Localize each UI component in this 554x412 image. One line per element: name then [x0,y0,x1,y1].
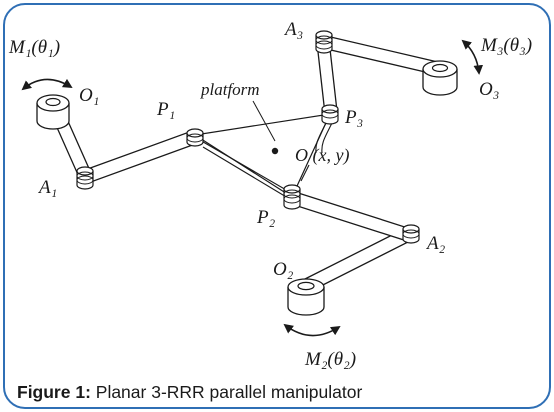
label-a3: A₃ [283,19,303,40]
label-o3: O₃ [479,79,499,100]
center-leader [300,164,310,182]
joint-a2 [402,224,420,244]
center-point [271,147,279,155]
motor-o3 [422,60,458,96]
label-a1: A₁ [37,177,57,198]
link-a1-p1 [81,130,199,184]
figure-caption: Figure 1: Planar 3-RRR parallel manipula… [17,379,537,405]
platform-edge-p1-p2-inner [202,146,289,199]
rotation-arrow-m3 [461,39,484,75]
figure-frame: M₁(θ₁) O₁ A₁ P₁ platform A₃ P₃ O (x, y) … [3,3,551,409]
label-p2: P₂ [256,207,276,228]
label-m1: M₁(θ₁) [8,37,60,58]
rotation-arrow-m2 [283,323,341,337]
platform-triangle [193,113,332,198]
label-a2: A₂ [425,233,446,254]
label-platform: platform [200,80,260,99]
joint-p1 [186,128,204,147]
platform-edge-p1-p2 [197,138,289,192]
motor-o2 [287,278,325,316]
joint-p2 [283,184,301,210]
platform-p3-stem [315,122,327,154]
joint-a3 [315,30,333,54]
platform-leader [252,100,276,142]
label-p1: P₁ [156,99,175,120]
caption-prefix: Figure 1: [17,382,91,402]
manipulator-diagram: M₁(θ₁) O₁ A₁ P₁ platform A₃ P₃ O (x, y) … [8,19,532,370]
label-m3: M₃(θ₃) [480,35,532,56]
label-m2: M₂(θ₂) [304,349,356,370]
label-p3: P₃ [344,107,363,128]
joint-p3 [321,104,339,125]
caption-text: Planar 3-RRR parallel manipulator [90,382,363,402]
link-a2-p2 [287,190,412,242]
rotation-arrow-m1 [21,78,73,91]
platform-p3-stem2 [321,122,333,154]
label-center: O (x, y) [295,145,349,166]
joint-a1 [76,166,94,190]
motor-o1 [36,94,70,130]
label-o2: O₂ [273,259,294,280]
label-o1: O₁ [79,85,99,106]
